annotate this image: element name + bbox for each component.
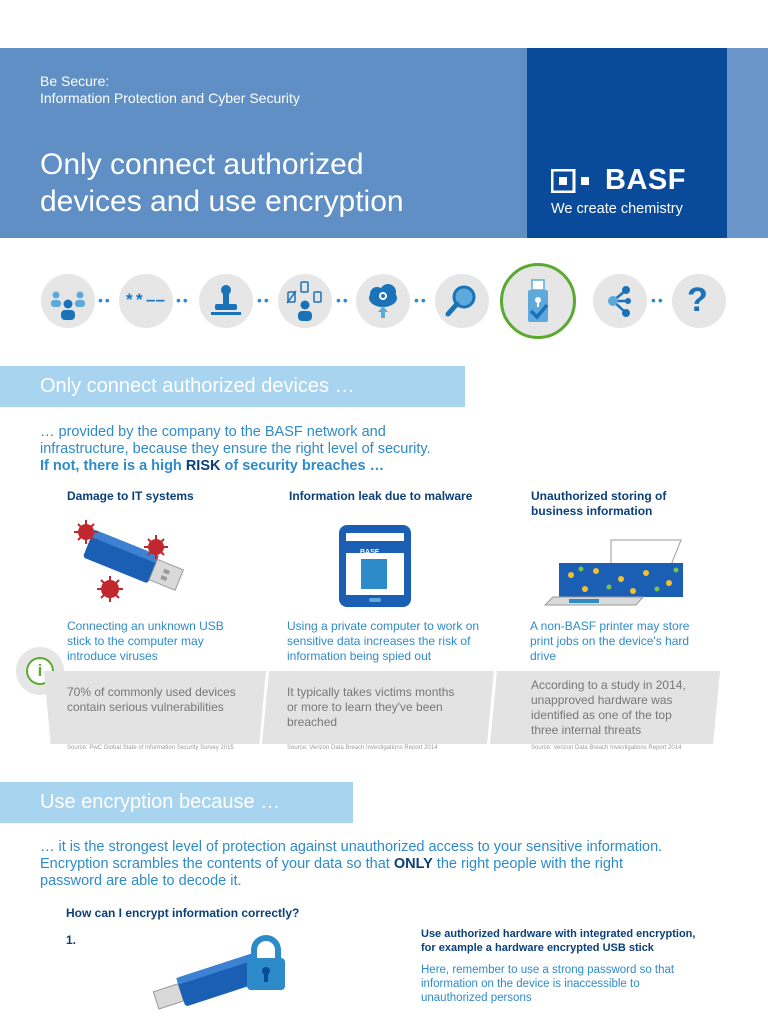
column-heading-2: Information leak due to malware: [289, 489, 473, 503]
topic-usb-shield-active[interactable]: [500, 263, 576, 339]
stamp-icon: [211, 285, 241, 315]
only-emphasis: ONLY: [393, 856, 433, 872]
tablet-logo-bar: BASF: [346, 541, 404, 556]
fact-band-1: [44, 671, 266, 744]
fact-band-3: [490, 671, 720, 744]
magnifier-icon: [445, 285, 476, 317]
section1-intro-line-1: … provided by the company to the BASF ne…: [40, 424, 386, 440]
intro-line-2-prefix: Encryption scrambles the contents of you…: [40, 856, 394, 872]
section2-intro-line-3: password are able to decode it.: [40, 873, 242, 889]
topic-cloud[interactable]: [356, 274, 410, 328]
tablet-screen: BASF: [346, 533, 404, 595]
page-title-line-2: devices and use encryption: [40, 185, 404, 218]
header-strip: [727, 48, 768, 238]
source-note-2: Source: Verizon Data Breach Investigatio…: [287, 745, 438, 751]
virus-icon: [74, 520, 98, 544]
column-body-1: Connecting an unknown USB stick to the c…: [67, 619, 224, 663]
column-body-3: A non-BASF printer may store print jobs …: [530, 619, 690, 663]
section2-intro-line-2: Encryption scrambles the contents of you…: [40, 856, 623, 873]
topic-stamp[interactable]: [199, 274, 253, 328]
source-note-1: Source: PwC Global State of Information …: [67, 745, 234, 751]
share-icon: [608, 286, 631, 317]
usb-shield-icon: [528, 279, 549, 322]
tablet-logo-text: BASF: [360, 549, 380, 556]
step-heading: Use authorized hardware with integrated …: [421, 928, 696, 954]
step-number: 1.: [66, 933, 77, 947]
kicker-line-1: Be Secure:: [40, 73, 110, 89]
basf-logo: BASF: [551, 164, 721, 196]
column-heading-3: Unauthorized storing of business informa…: [531, 489, 667, 518]
section2-intro-line-1: … it is the strongest level of protectio…: [40, 839, 663, 855]
fact-band-2: [262, 671, 494, 744]
fact-text-2: It typically takes victims months or mor…: [287, 685, 455, 729]
risk-suffix: of security breaches …: [220, 458, 385, 474]
basf-logo-mark-icon: [551, 169, 589, 193]
column-heading-1: Damage to IT systems: [67, 489, 194, 503]
connector-dots: ••: [176, 292, 190, 308]
connector-dots: ••: [414, 292, 428, 308]
encrypted-usb-illustration: [152, 935, 285, 1010]
document-icon: [361, 559, 387, 589]
step-body: Here, remember to use a strong password …: [421, 964, 675, 1004]
fact-text-1: 70% of commonly used devices contain ser…: [67, 685, 236, 714]
section1-intro-line-2: infrastructure, because they ensure the …: [40, 441, 431, 457]
risk-word: RISK: [185, 458, 221, 474]
tablet-illustration: BASF: [339, 525, 411, 607]
connector-dots: ••: [651, 292, 665, 308]
section1-risk-line: If not, there is a high RISK of security…: [40, 458, 384, 474]
fact-text-3: According to a study in 2014, unapproved…: [531, 678, 686, 737]
column-body-2: Using a private computer to work on sens…: [287, 619, 480, 663]
topic-magnifier[interactable]: [435, 274, 489, 328]
usb-virus-illustration: [74, 520, 185, 602]
section-banner-encryption: Use encryption because …: [0, 782, 353, 823]
topic-person-devices[interactable]: [278, 274, 332, 328]
topic-people[interactable]: [41, 274, 95, 328]
connector-dots: ••: [257, 292, 271, 308]
topic-question[interactable]: ?: [672, 274, 726, 328]
person-devices-icon: [286, 281, 322, 321]
tablet-home-button: [369, 598, 381, 602]
encryption-question: How can I encrypt information correctly?: [66, 906, 300, 920]
printer-illustration: [543, 539, 683, 606]
tagline: We create chemistry: [551, 201, 683, 217]
cloud-upload-icon: [369, 284, 397, 318]
connector-dots: ••: [336, 292, 350, 308]
connector-dots: ••: [98, 292, 112, 308]
question-icon: ?: [687, 281, 708, 319]
kicker-line-2: Information Protection and Cyber Securit…: [40, 90, 300, 106]
page-title-line-1: Only connect authorized: [40, 148, 364, 181]
basf-logo-text: BASF: [605, 164, 686, 196]
topic-icon-row: •• * * –– •• •• •• ••: [0, 262, 768, 342]
section-banner-devices: Only connect authorized devices …: [0, 366, 465, 407]
people-icon: [51, 291, 85, 320]
password-icon: * * ––: [126, 290, 165, 309]
topic-share[interactable]: [593, 274, 647, 328]
info-glyph: i: [37, 661, 43, 680]
intro-line-2-suffix: the right people with the right: [432, 856, 624, 872]
brand-box: BASF We create chemistry: [527, 48, 727, 238]
topic-password[interactable]: * * ––: [119, 274, 173, 328]
risk-prefix: If not, there is a high: [40, 458, 186, 474]
source-note-3: Source: Verizon Data Breach Investigatio…: [531, 745, 682, 751]
